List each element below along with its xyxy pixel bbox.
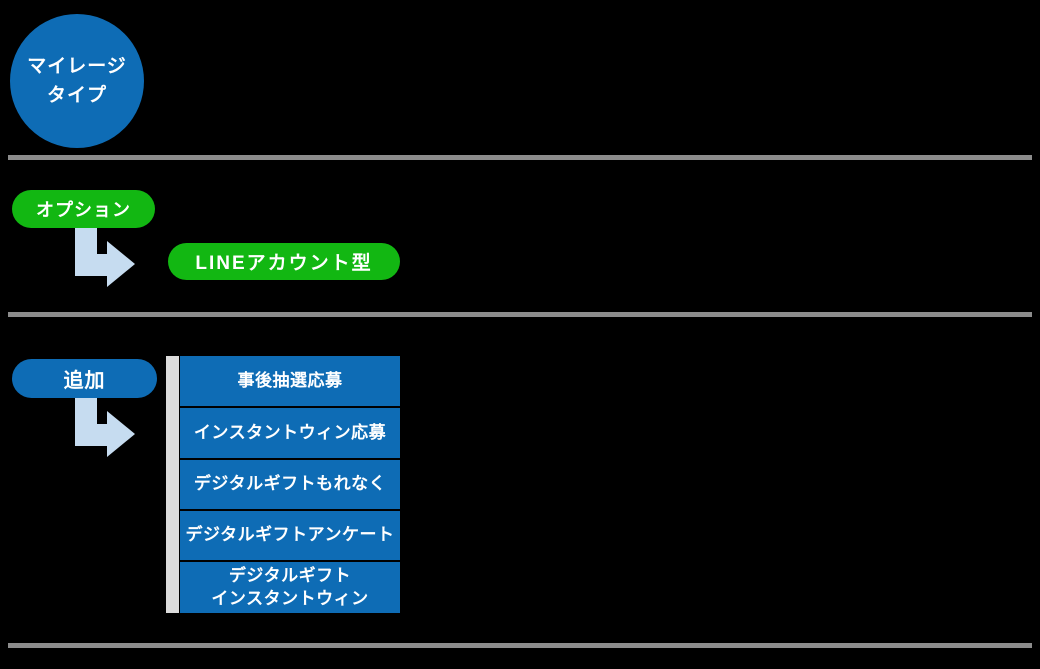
down-right-arrow-icon <box>75 398 135 457</box>
list-item: デジタルギフトアンケート <box>180 511 400 560</box>
list-item-label: インスタントウィン応募 <box>193 422 387 442</box>
stack-track-bar <box>166 356 179 613</box>
option-badge: オプション <box>12 190 155 228</box>
list-item: デジタルギフト インスタントウィン <box>180 562 400 613</box>
addition-badge: 追加 <box>12 359 157 398</box>
line-account-type-item: LINEアカウント型 <box>168 243 400 280</box>
mileage-type-label: マイレージ タイプ <box>27 55 127 106</box>
list-item-label: デジタルギフト インスタントウィン <box>211 566 369 608</box>
list-item-label: デジタルギフトアンケート <box>185 525 395 545</box>
list-item: 事後抽選応募 <box>180 356 400 406</box>
addition-items-stack: 事後抽選応募 インスタントウィン応募 デジタルギフトもれなく デジタルギフトアン… <box>180 356 400 613</box>
section-divider-bottom <box>8 643 1032 648</box>
list-item-label: デジタルギフトもれなく <box>193 474 387 494</box>
down-right-arrow-icon <box>75 228 135 287</box>
option-badge-label: オプション <box>36 200 131 220</box>
list-item-label: 事後抽選応募 <box>237 370 343 390</box>
line-account-type-label: LINEアカウント型 <box>195 253 373 274</box>
list-item: インスタントウィン応募 <box>180 408 400 458</box>
list-item: デジタルギフトもれなく <box>180 460 400 509</box>
mileage-type-badge: マイレージ タイプ <box>10 14 144 148</box>
addition-badge-label: 追加 <box>63 370 106 392</box>
section-divider-middle <box>8 312 1032 317</box>
section-divider-top <box>8 155 1032 160</box>
